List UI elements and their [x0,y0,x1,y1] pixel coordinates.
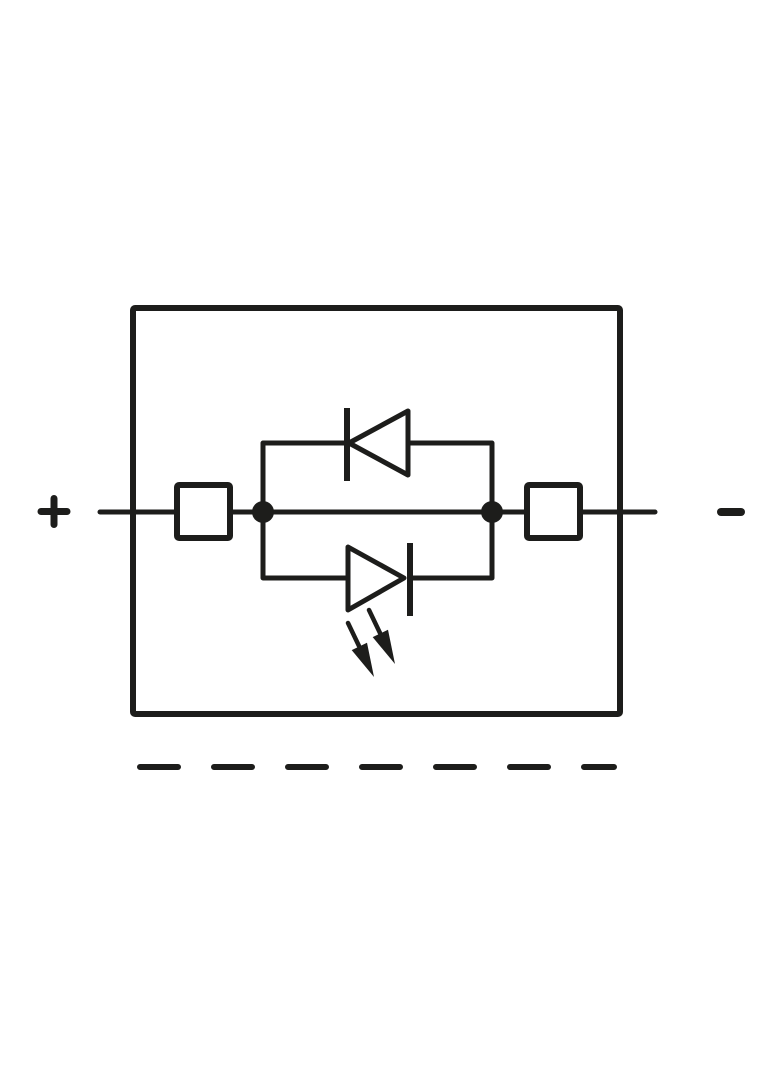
junction-dot-right [481,501,503,523]
led-triangle [345,544,407,613]
led-symbol-with-light-arrows [345,543,413,677]
diode-triangle [346,408,411,478]
positive-terminal-label [37,495,71,528]
terminal-clamp-square-right [524,482,583,541]
led-light-arrow-1 [366,607,395,664]
led-light-arrow-2 [345,620,374,677]
module-outline-box [130,305,623,717]
junction-dot-left [252,501,274,523]
blocking-diode-symbol [344,408,411,481]
terminal-clamp-square-left [174,482,233,541]
plus-icon [37,495,71,528]
